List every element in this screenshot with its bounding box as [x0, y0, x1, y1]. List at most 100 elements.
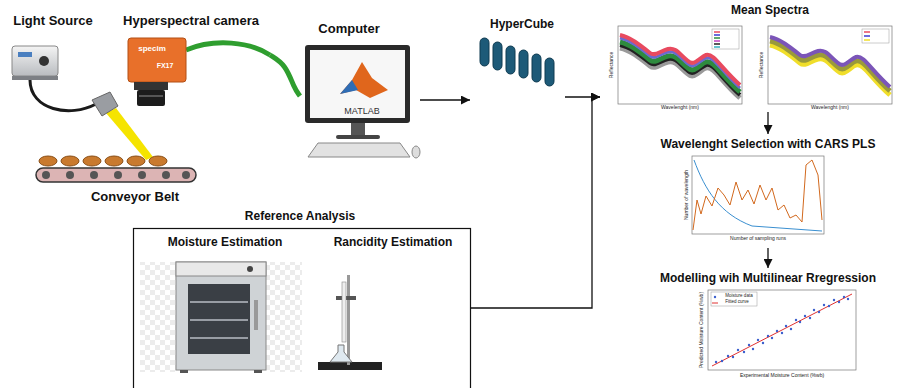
software-name: MATLAB — [344, 106, 379, 116]
brand-logo: specim — [138, 45, 166, 53]
stage-heading: Mean Spectra — [731, 4, 809, 18]
method-heading: Moisture Estimation — [168, 236, 283, 250]
regression-chart — [785, 325, 787, 327]
drying-oven — [190, 319, 248, 321]
cars-selection-chart — [694, 160, 822, 231]
titration-stand — [342, 282, 346, 342]
model-name: FX17 — [157, 62, 174, 69]
equipment-panel: Light Source — [5, 10, 110, 110]
drying-oven — [247, 266, 253, 272]
conveyor-belt-drawing — [36, 168, 196, 182]
spectra-chart — [714, 46, 720, 48]
regression-chart — [712, 303, 718, 304]
stage-heading: Hyperspectral camera — [123, 14, 259, 29]
hyperspectral-camera — [134, 82, 168, 90]
method-heading: Rancidity Estimation — [334, 236, 453, 250]
drying-oven — [254, 300, 258, 330]
stage-panel: Modelling wih Multilinear Rregression — [640, 268, 895, 386]
drying-oven — [190, 301, 248, 303]
stage-panel: HyperCube — [470, 12, 565, 110]
spectra-chart — [712, 29, 739, 49]
regression-chart — [781, 332, 783, 334]
regression-chart — [752, 348, 754, 350]
regression-chart — [804, 315, 806, 317]
hypercube-slices — [506, 46, 515, 74]
group-heading: Reference Analysis — [245, 210, 355, 224]
flow-arrow — [420, 99, 470, 100]
drying-oven — [266, 262, 302, 372]
conveyor-belt-drawing — [182, 171, 190, 179]
spectra-chart — [768, 26, 892, 104]
conveyor-belt-drawing — [66, 171, 74, 179]
regression-chart — [828, 305, 830, 307]
hypercube-slices — [480, 38, 554, 86]
regression-chart — [767, 335, 769, 337]
reference-frame — [134, 229, 471, 388]
desktop-computer — [340, 62, 388, 98]
drying-oven — [140, 262, 302, 373]
axis-label: Predicted Moisture Content (%wb) — [699, 292, 704, 368]
hyperspectral-camera — [139, 95, 163, 97]
light-source-unit — [30, 80, 96, 111]
titration-stand — [318, 275, 382, 370]
stage-heading: Wavelenght Selection with CARS PLS — [661, 138, 876, 152]
axis-label: Reflectance — [609, 52, 614, 78]
spectra-chart — [714, 37, 720, 39]
regression-chart — [838, 301, 840, 303]
conveyor-belt-drawing — [90, 171, 98, 179]
equipment-panel: Hyperspectral camera — [115, 10, 270, 110]
regression-chart — [762, 342, 764, 344]
light-source-unit — [12, 46, 96, 111]
spectra-chart — [768, 26, 892, 104]
conveyor-belt-drawing — [39, 156, 57, 166]
conveyor-belt-drawing — [42, 171, 50, 179]
light-source-unit — [12, 76, 58, 80]
regression-chart — [737, 349, 739, 351]
spectra-chart — [714, 34, 720, 36]
conveyor-belt-drawing — [114, 171, 122, 179]
drying-oven — [140, 262, 176, 372]
desktop-computer — [336, 135, 380, 139]
regression-chart — [813, 309, 815, 311]
stage-heading: Conveyor Belt — [91, 190, 179, 205]
stage-heading: Computer — [318, 22, 379, 37]
hypercube-slices — [545, 58, 554, 86]
spectra-chart — [864, 35, 870, 37]
chart-legend-text: Fitted curve — [725, 300, 749, 305]
regression-chart — [790, 328, 792, 330]
chart-legend-text: Moisture data — [725, 294, 752, 299]
regression-chart — [711, 292, 757, 306]
drying-oven — [254, 370, 262, 373]
cars-selection-chart — [693, 160, 822, 230]
regression-chart — [708, 290, 856, 370]
light-source-unit — [12, 46, 58, 76]
desktop-computer — [305, 45, 410, 123]
axis-label: Experimental Moisture Content (%wb) — [740, 373, 824, 378]
drying-oven — [176, 262, 266, 370]
method-panel: Rancidity Estimation — [318, 236, 468, 381]
reference-frame — [134, 229, 471, 388]
axis-label: Number of wavelength — [684, 170, 689, 220]
regression-chart — [771, 337, 773, 339]
halogen-lamp — [92, 92, 118, 116]
method-panel: Moisture Estimation — [148, 236, 298, 381]
hyperspectral-camera — [137, 90, 165, 106]
drying-oven — [190, 337, 248, 339]
hypercube-slices — [519, 50, 528, 78]
drying-oven — [188, 284, 250, 354]
drying-oven — [176, 262, 266, 276]
spectra-chart — [714, 40, 720, 42]
hyperspectral-camera — [128, 38, 186, 82]
hyperspectral-camera — [186, 43, 270, 55]
conveyor-belt-drawing — [162, 171, 170, 179]
regression-chart — [748, 344, 750, 346]
spectra-chart — [770, 37, 890, 87]
conveyor-belt-drawing — [36, 156, 196, 182]
spectra-chart — [862, 29, 889, 43]
flow-arrow — [767, 248, 768, 268]
regression-chart — [721, 360, 723, 362]
stage-heading: Modelling wih Multilinear Rregression — [660, 272, 876, 286]
desktop-computer — [351, 123, 365, 135]
